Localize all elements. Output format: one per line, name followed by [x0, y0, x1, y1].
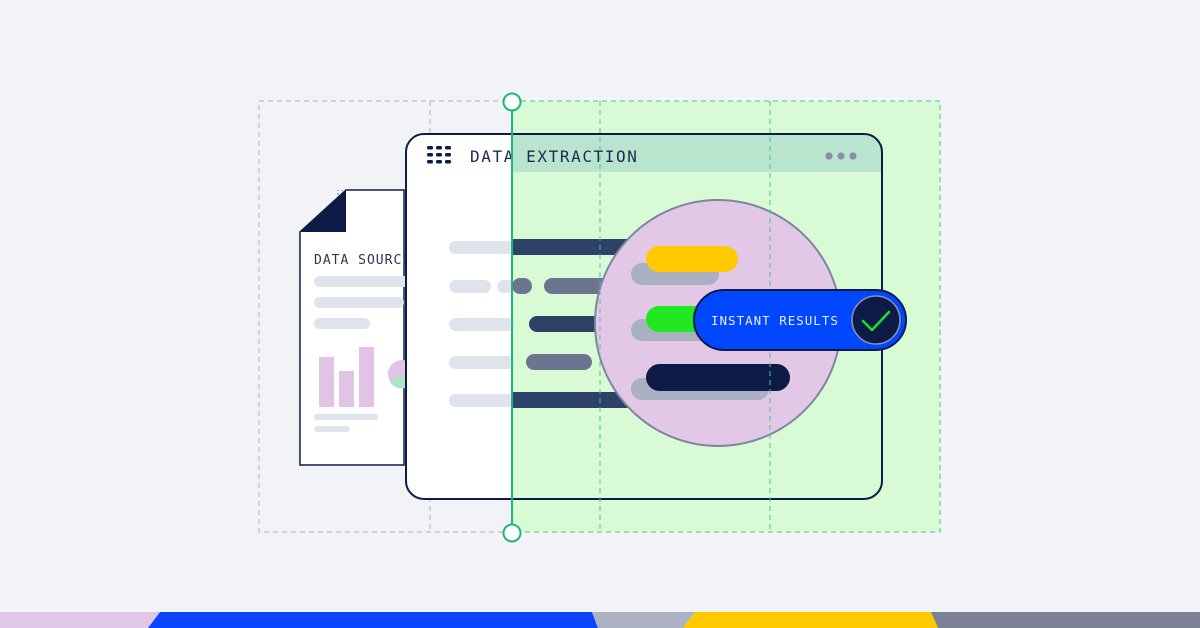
checkmark-icon: [861, 310, 891, 332]
raw-text-lines: [449, 241, 515, 407]
checkmark-circle: [851, 295, 901, 345]
instant-results-badge[interactable]: INSTANT RESULTS: [693, 289, 907, 351]
scan-handle-top[interactable]: [502, 92, 522, 112]
more-options-icon[interactable]: [825, 152, 857, 160]
data-source-label: DATA SOURCE: [314, 253, 411, 268]
grid-menu-icon[interactable]: [427, 146, 451, 164]
data-extraction-window: DATA EXTRACTION: [405, 133, 883, 500]
footer-stripes: [0, 612, 1200, 628]
guide-grid-right: [511, 100, 941, 533]
pie-chart-icon: [388, 360, 408, 389]
window-title: DATA EXTRACTION: [470, 147, 639, 166]
document-corner-fold-icon: [300, 190, 346, 232]
scan-handle-bottom[interactable]: [502, 523, 522, 543]
source-document: DATA SOURCE: [299, 189, 411, 466]
instant-results-label: INSTANT RESULTS: [711, 313, 839, 328]
bar-chart-icon: [319, 347, 374, 407]
highlight-pill-navy: [646, 364, 790, 391]
scan-line[interactable]: [502, 92, 522, 543]
highlight-pill-yellow: [646, 246, 738, 272]
